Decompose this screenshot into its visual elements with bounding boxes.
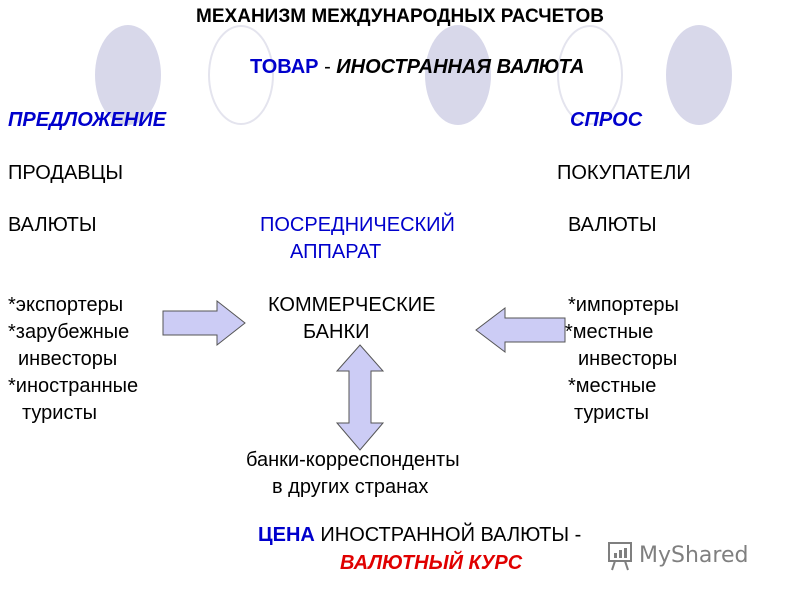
demand-item: *импортеры xyxy=(568,294,679,316)
correspondents-line2: в других странах xyxy=(272,476,429,498)
subtitle: ТОВАР - ИНОСТРАННАЯ ВАЛЮТА xyxy=(250,55,584,79)
demand-item: инвесторы xyxy=(578,348,678,370)
supply-currency: ВАЛЮТЫ xyxy=(8,214,97,236)
price-word: ЦЕНА xyxy=(258,524,315,546)
slide-title: МЕХАНИЗМ МЕЖДУНАРОДНЫХ РАСЧЕТОВ xyxy=(196,6,604,27)
exchange-rate: ВАЛЮТНЫЙ КУРС xyxy=(340,552,523,574)
banks-line1: КОММЕРЧЕСКИЕ xyxy=(268,294,436,316)
subtitle-sep: - xyxy=(318,56,337,78)
presentation-icon xyxy=(608,542,632,571)
intermediary-line1: ПОСРЕДНИЧЕСКИЙ xyxy=(260,214,455,236)
supply-heading: ПРЕДЛОЖЕНИЕ xyxy=(8,109,167,131)
price-rest: ИНОСТРАННОЙ ВАЛЮТЫ - xyxy=(320,524,582,546)
decor-circle xyxy=(208,25,274,125)
arrow-right-icon xyxy=(162,299,246,347)
demand-item: *местные xyxy=(568,375,657,397)
decor-circle xyxy=(557,25,623,125)
watermark-text: MyShared xyxy=(639,542,749,568)
banks-line2: БАНКИ xyxy=(303,321,370,343)
supply-item: *зарубежные xyxy=(8,321,130,343)
correspondents-line1: банки-корреспонденты xyxy=(246,449,460,471)
decor-circle xyxy=(666,25,732,125)
double-arrow-vertical-icon xyxy=(335,344,385,451)
decor-circle xyxy=(425,25,491,125)
buyers-label: ПОКУПАТЕЛИ xyxy=(557,162,691,184)
supply-item: инвесторы xyxy=(18,348,118,370)
supply-item: туристы xyxy=(22,402,97,424)
watermark: MyShared xyxy=(605,537,748,573)
supply-item: *экспортеры xyxy=(8,294,124,316)
demand-item: туристы xyxy=(574,402,649,424)
decor-circle xyxy=(95,25,161,125)
subtitle-goods: ТОВАР xyxy=(250,56,319,78)
intermediary-line2: АППАРАТ xyxy=(290,241,382,263)
price-line: ЦЕНА ИНОСТРАННОЙ ВАЛЮТЫ - xyxy=(258,523,581,547)
subtitle-currency: ИНОСТРАННАЯ ВАЛЮТА xyxy=(336,56,585,78)
supply-item: *иностранные xyxy=(8,375,139,397)
demand-item: *местные xyxy=(565,321,654,343)
sellers-label: ПРОДАВЦЫ xyxy=(8,162,124,184)
arrow-left-icon xyxy=(475,306,566,354)
demand-currency: ВАЛЮТЫ xyxy=(568,214,657,236)
demand-heading: СПРОС xyxy=(570,109,643,131)
